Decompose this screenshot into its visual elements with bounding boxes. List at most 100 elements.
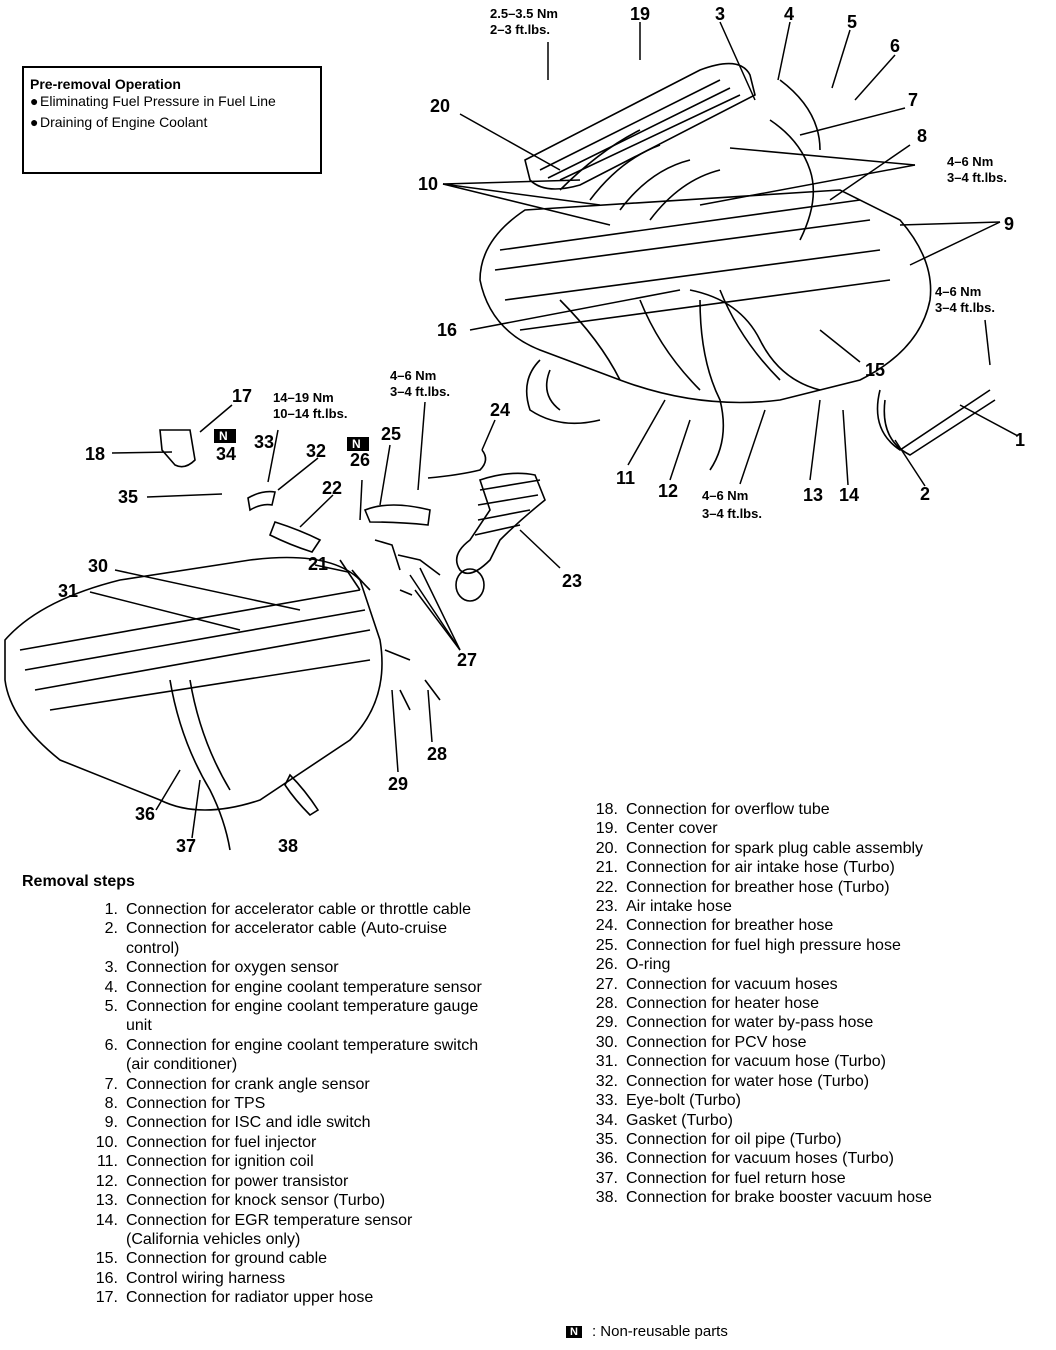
callout-17: 17 — [232, 386, 252, 406]
step-number: 36. — [595, 1150, 618, 1168]
step-text: Connection for ground cable — [126, 1250, 328, 1268]
step-number: 35. — [595, 1130, 618, 1148]
bullet-icon: ● — [30, 93, 39, 109]
step-number: 30. — [595, 1033, 618, 1051]
callout-25: 25 — [381, 424, 401, 444]
pre-removal-item: ● Draining of Engine Coolant — [30, 114, 314, 131]
removal-step: 14. Connection for EGR temperature sensor… — [84, 1211, 486, 1250]
callout-30: 30 — [88, 556, 108, 576]
bullet-icon: ● — [30, 114, 39, 130]
step-number: 37. — [595, 1169, 618, 1187]
step-text: Connection for accelerator cable (Auto-c… — [126, 920, 448, 957]
callout-1: 1 — [1015, 430, 1025, 450]
step-number: 21. — [595, 859, 618, 877]
step-number: 15. — [95, 1250, 118, 1268]
step-text: Connection for fuel return hose — [626, 1169, 846, 1187]
pre-removal-operation-box: Pre-removal Operation ● Eliminating Fuel… — [22, 66, 322, 174]
callout-8: 8 — [917, 126, 927, 146]
callout-21: 21 — [308, 554, 328, 574]
step-number: 1. — [104, 901, 118, 918]
step-number: 31. — [595, 1053, 618, 1071]
removal-step: 3.Connection for oxygen sensor — [84, 958, 486, 977]
step-text: Connection for EGR temperature sensor (C… — [126, 1211, 413, 1248]
step-number: 22. — [595, 878, 618, 896]
removal-step: 10.Connection for fuel injector — [84, 1133, 486, 1152]
step-text: Connection for accelerator cable or thro… — [126, 901, 472, 918]
removal-step: 32.Connection for water hose (Turbo) — [584, 1072, 986, 1091]
removal-step: 12. Connection for power transistor — [84, 1172, 486, 1191]
step-text: Connection for air intake hose (Turbo) — [626, 859, 895, 877]
step-number: 38. — [595, 1189, 618, 1207]
non-reusable-badge-34: N — [214, 429, 236, 443]
step-text: Connection for vacuum hose (Turbo) — [626, 1053, 886, 1071]
torque-12-nm: 4–6 Nm — [702, 488, 748, 503]
callout-labels: 1 2 3 4 5 6 7 8 9 10 11 12 13 14 15 16 1… — [58, 4, 1025, 856]
removal-step: 31. Connection for vacuum hose (Turbo) — [584, 1052, 986, 1071]
step-number: 13. — [95, 1192, 118, 1210]
step-text: O-ring — [626, 956, 671, 974]
step-number: 12. — [95, 1172, 118, 1190]
callout-11: 11 — [616, 468, 635, 488]
step-number: 27. — [595, 975, 618, 993]
removal-step: 37. Connection for fuel return hose — [584, 1169, 986, 1188]
callout-15: 15 — [865, 360, 885, 380]
pre-removal-item-text: Draining of Engine Coolant — [40, 114, 208, 130]
removal-steps-title: Removal steps — [22, 873, 135, 890]
step-number: 19. — [595, 820, 618, 838]
torque-33-nm: 14–19 Nm — [273, 390, 334, 405]
step-number: 7. — [104, 1075, 118, 1093]
step-text: Air intake hose — [626, 898, 732, 916]
torque-15-nm: 4–6 Nm — [935, 284, 981, 299]
step-text: Eye-bolt (Turbo) — [626, 1092, 741, 1110]
step-text: Connection for water by-pass hose — [626, 1014, 874, 1032]
callout-20: 20 — [430, 96, 450, 116]
step-number: 33. — [595, 1092, 618, 1110]
callout-35: 35 — [118, 487, 138, 507]
removal-step: 27.Connection for vacuum hoses — [584, 975, 986, 994]
step-text: Connection for spark plug cable assembly — [626, 839, 924, 857]
step-number: 32. — [595, 1072, 618, 1090]
callout-3: 3 — [715, 4, 725, 24]
step-text: Connection for TPS — [126, 1095, 266, 1113]
step-text: Connection for power transistor — [126, 1172, 349, 1190]
removal-step: 19.Center cover — [584, 819, 986, 838]
step-text: Connection for oxygen sensor — [126, 959, 339, 977]
removal-step: 33. Eye-bolt (Turbo) — [584, 1091, 986, 1110]
step-number: 6. — [104, 1036, 118, 1054]
removal-step: 5.Connection for engine coolant temperat… — [84, 997, 486, 1036]
step-text: Connection for engine coolant temperatur… — [126, 998, 479, 1035]
legend-text: : Non-reusable parts — [591, 1323, 728, 1340]
badge-letter: N — [352, 437, 361, 451]
leader-lines — [89, 21, 1019, 839]
callout-13: 13 — [803, 485, 823, 505]
removal-step: 35.Connection for oil pipe (Turbo) — [584, 1130, 986, 1149]
torque-25-ft: 3–4 ft.lbs. — [390, 384, 450, 399]
step-text: Connection for fuel injector — [126, 1133, 317, 1151]
removal-step: 36.Connection for vacuum hoses (Turbo) — [584, 1149, 986, 1168]
callout-22: 22 — [322, 478, 342, 498]
step-text: Control wiring harness — [126, 1269, 286, 1287]
callout-4: 4 — [784, 4, 794, 24]
step-number: 26. — [595, 956, 618, 974]
callout-10: 10 — [418, 174, 438, 194]
step-number: 9. — [104, 1114, 118, 1132]
torque-12-ft: 3–4 ft.lbs. — [702, 506, 762, 521]
callout-7: 7 — [908, 90, 918, 110]
step-text: Connection for breather hose (Turbo) — [626, 878, 890, 896]
torque-15-ft: 3–4 ft.lbs. — [935, 300, 995, 315]
callout-24: 24 — [490, 400, 510, 420]
removal-step: 29.Connection for water by-pass hose — [584, 1013, 986, 1032]
step-text: Connection for crank angle sensor — [126, 1075, 370, 1093]
step-number: 14. — [95, 1211, 118, 1229]
callout-28: 28 — [427, 744, 447, 764]
removal-step: 2.Connection for accelerator cable (Auto… — [84, 919, 486, 958]
pre-removal-title: Pre-removal Operation — [30, 76, 181, 92]
removal-step: 34.Gasket (Turbo) — [584, 1111, 986, 1130]
removal-step: 23.Air intake hose — [584, 897, 986, 916]
step-text: Gasket (Turbo) — [626, 1111, 733, 1129]
step-text: Connection for fuel high pressure hose — [626, 936, 901, 954]
step-number: 8. — [104, 1095, 118, 1113]
step-text: Connection for knock sensor (Turbo) — [126, 1192, 386, 1210]
removal-step: 28.Connection for heater hose — [584, 994, 986, 1013]
